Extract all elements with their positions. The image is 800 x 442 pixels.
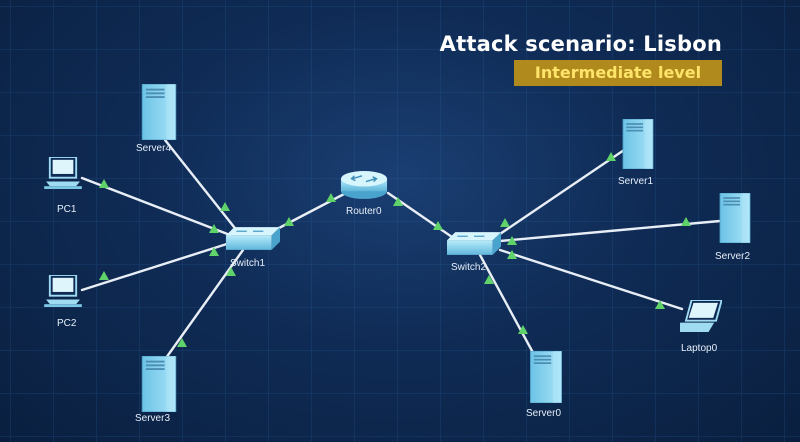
link-up-indicator: [433, 221, 443, 230]
link-server4: [163, 138, 240, 234]
server3-node[interactable]: Server3: [135, 356, 177, 424]
link-up-indicator: [606, 152, 616, 161]
switch-icon: [226, 227, 280, 250]
pc1-node[interactable]: PC1: [44, 157, 82, 215]
router0-node[interactable]: Router0: [340, 170, 388, 217]
switch-icon: [447, 232, 501, 255]
pc2-label: PC2: [57, 318, 77, 329]
link-up-indicator: [326, 193, 336, 202]
server4-node[interactable]: Server4: [136, 84, 177, 154]
link-up-indicator: [518, 325, 528, 334]
link-server3: [164, 248, 245, 360]
link-up-indicator: [500, 218, 510, 227]
link-pc2: [80, 241, 232, 292]
desktop-pc-icon: [44, 275, 82, 307]
link-up-indicator: [177, 338, 187, 347]
link-up-indicator: [393, 197, 403, 206]
router-icon: [340, 170, 388, 199]
link-server0: [478, 253, 539, 362]
level-badge: Intermediate level: [514, 60, 722, 86]
server1-node[interactable]: Server1: [618, 119, 653, 187]
link-up-indicator: [507, 236, 517, 245]
server-icon: [141, 356, 177, 412]
link-status-indicators: [99, 152, 691, 347]
switch2-node[interactable]: Switch2: [447, 232, 501, 273]
link-up-indicator: [507, 250, 517, 259]
scenario-title: Attack scenario: Lisbon: [439, 32, 722, 56]
link-up-indicator: [484, 275, 494, 284]
pc1-label: PC1: [57, 204, 77, 215]
link-up-indicator: [284, 217, 294, 226]
server2-node[interactable]: Server2: [715, 193, 750, 262]
link-up-indicator: [209, 247, 219, 256]
link-up-indicator: [220, 202, 230, 211]
link-laptop0: [498, 248, 684, 311]
switch1-label: Switch1: [230, 258, 265, 269]
server0-node[interactable]: Server0: [526, 351, 562, 419]
link-up-indicator: [209, 224, 219, 233]
desktop-pc-icon: [44, 157, 82, 189]
server-icon: [719, 193, 751, 243]
link-up-indicator: [99, 271, 109, 280]
switch2-label: Switch2: [451, 262, 486, 273]
link-up-indicator: [681, 217, 691, 226]
server4-label: Server4: [136, 143, 171, 154]
server-icon: [622, 119, 654, 169]
laptop0-node[interactable]: Laptop0: [677, 300, 722, 354]
server2-label: Server2: [715, 251, 750, 262]
laptop0-label: Laptop0: [681, 343, 718, 354]
server-icon: [141, 84, 177, 140]
server0-label: Server0: [526, 408, 561, 419]
switch1-node[interactable]: Switch1: [226, 227, 280, 269]
link-up-indicator: [99, 179, 109, 188]
server1-label: Server1: [618, 176, 653, 187]
link-up-indicator: [226, 267, 236, 276]
network-links: [80, 138, 722, 362]
link-up-indicator: [655, 300, 665, 309]
pc2-node[interactable]: PC2: [44, 275, 82, 329]
server-icon: [530, 351, 562, 403]
laptop-icon: [680, 300, 722, 332]
server3-label: Server3: [135, 413, 170, 424]
router0-label: Router0: [346, 206, 382, 217]
